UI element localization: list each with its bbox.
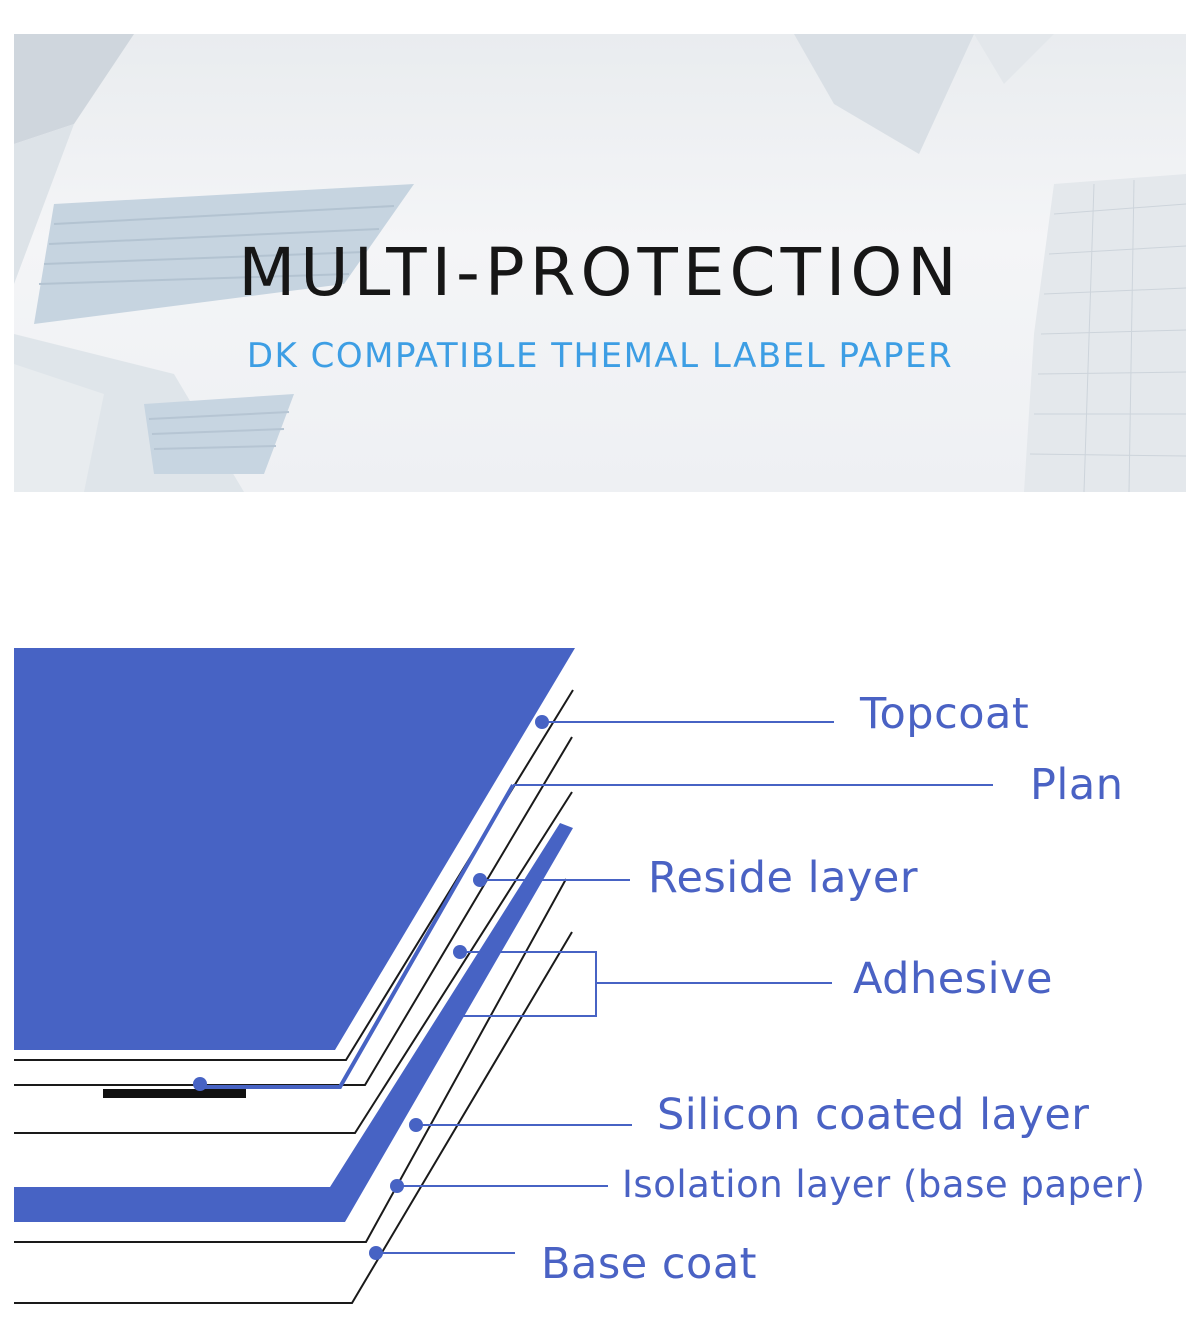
banner: MULTI-PROTECTION DK COMPATIBLE THEMAL LA… bbox=[14, 34, 1186, 492]
label-silicon-coated-layer: Silicon coated layer bbox=[657, 1090, 1090, 1140]
plan-dot bbox=[193, 1077, 207, 1091]
base-coat-sheet bbox=[14, 931, 573, 1304]
label-reside-layer: Reside layer bbox=[648, 853, 919, 903]
label-base-coat: Base coat bbox=[541, 1239, 758, 1289]
isolation-sheet bbox=[14, 878, 567, 1243]
reside-dot bbox=[473, 873, 487, 887]
topcoat-sheet-fill bbox=[14, 648, 575, 1050]
black-strip bbox=[103, 1089, 246, 1098]
label-plan: Plan bbox=[1030, 760, 1124, 810]
banner-title: MULTI-PROTECTION bbox=[238, 234, 962, 311]
skyscraper-background bbox=[14, 34, 1186, 492]
plan-line bbox=[200, 784, 515, 1089]
label-isolation-layer: Isolation layer (base paper) bbox=[622, 1163, 1146, 1206]
adhesive-dot bbox=[453, 945, 467, 959]
banner-subtitle: DK COMPATIBLE THEMAL LABEL PAPER bbox=[246, 336, 954, 376]
isolation-dot bbox=[390, 1179, 404, 1193]
silicon-sheet bbox=[14, 791, 573, 1134]
topcoat-dot bbox=[535, 715, 549, 729]
label-adhesive: Adhesive bbox=[853, 954, 1053, 1004]
silicon-dot bbox=[409, 1118, 423, 1132]
reside-sheet bbox=[14, 736, 573, 1086]
layer-diagram bbox=[14, 648, 993, 1304]
base-coat-dot bbox=[369, 1246, 383, 1260]
label-topcoat: Topcoat bbox=[860, 689, 1030, 739]
